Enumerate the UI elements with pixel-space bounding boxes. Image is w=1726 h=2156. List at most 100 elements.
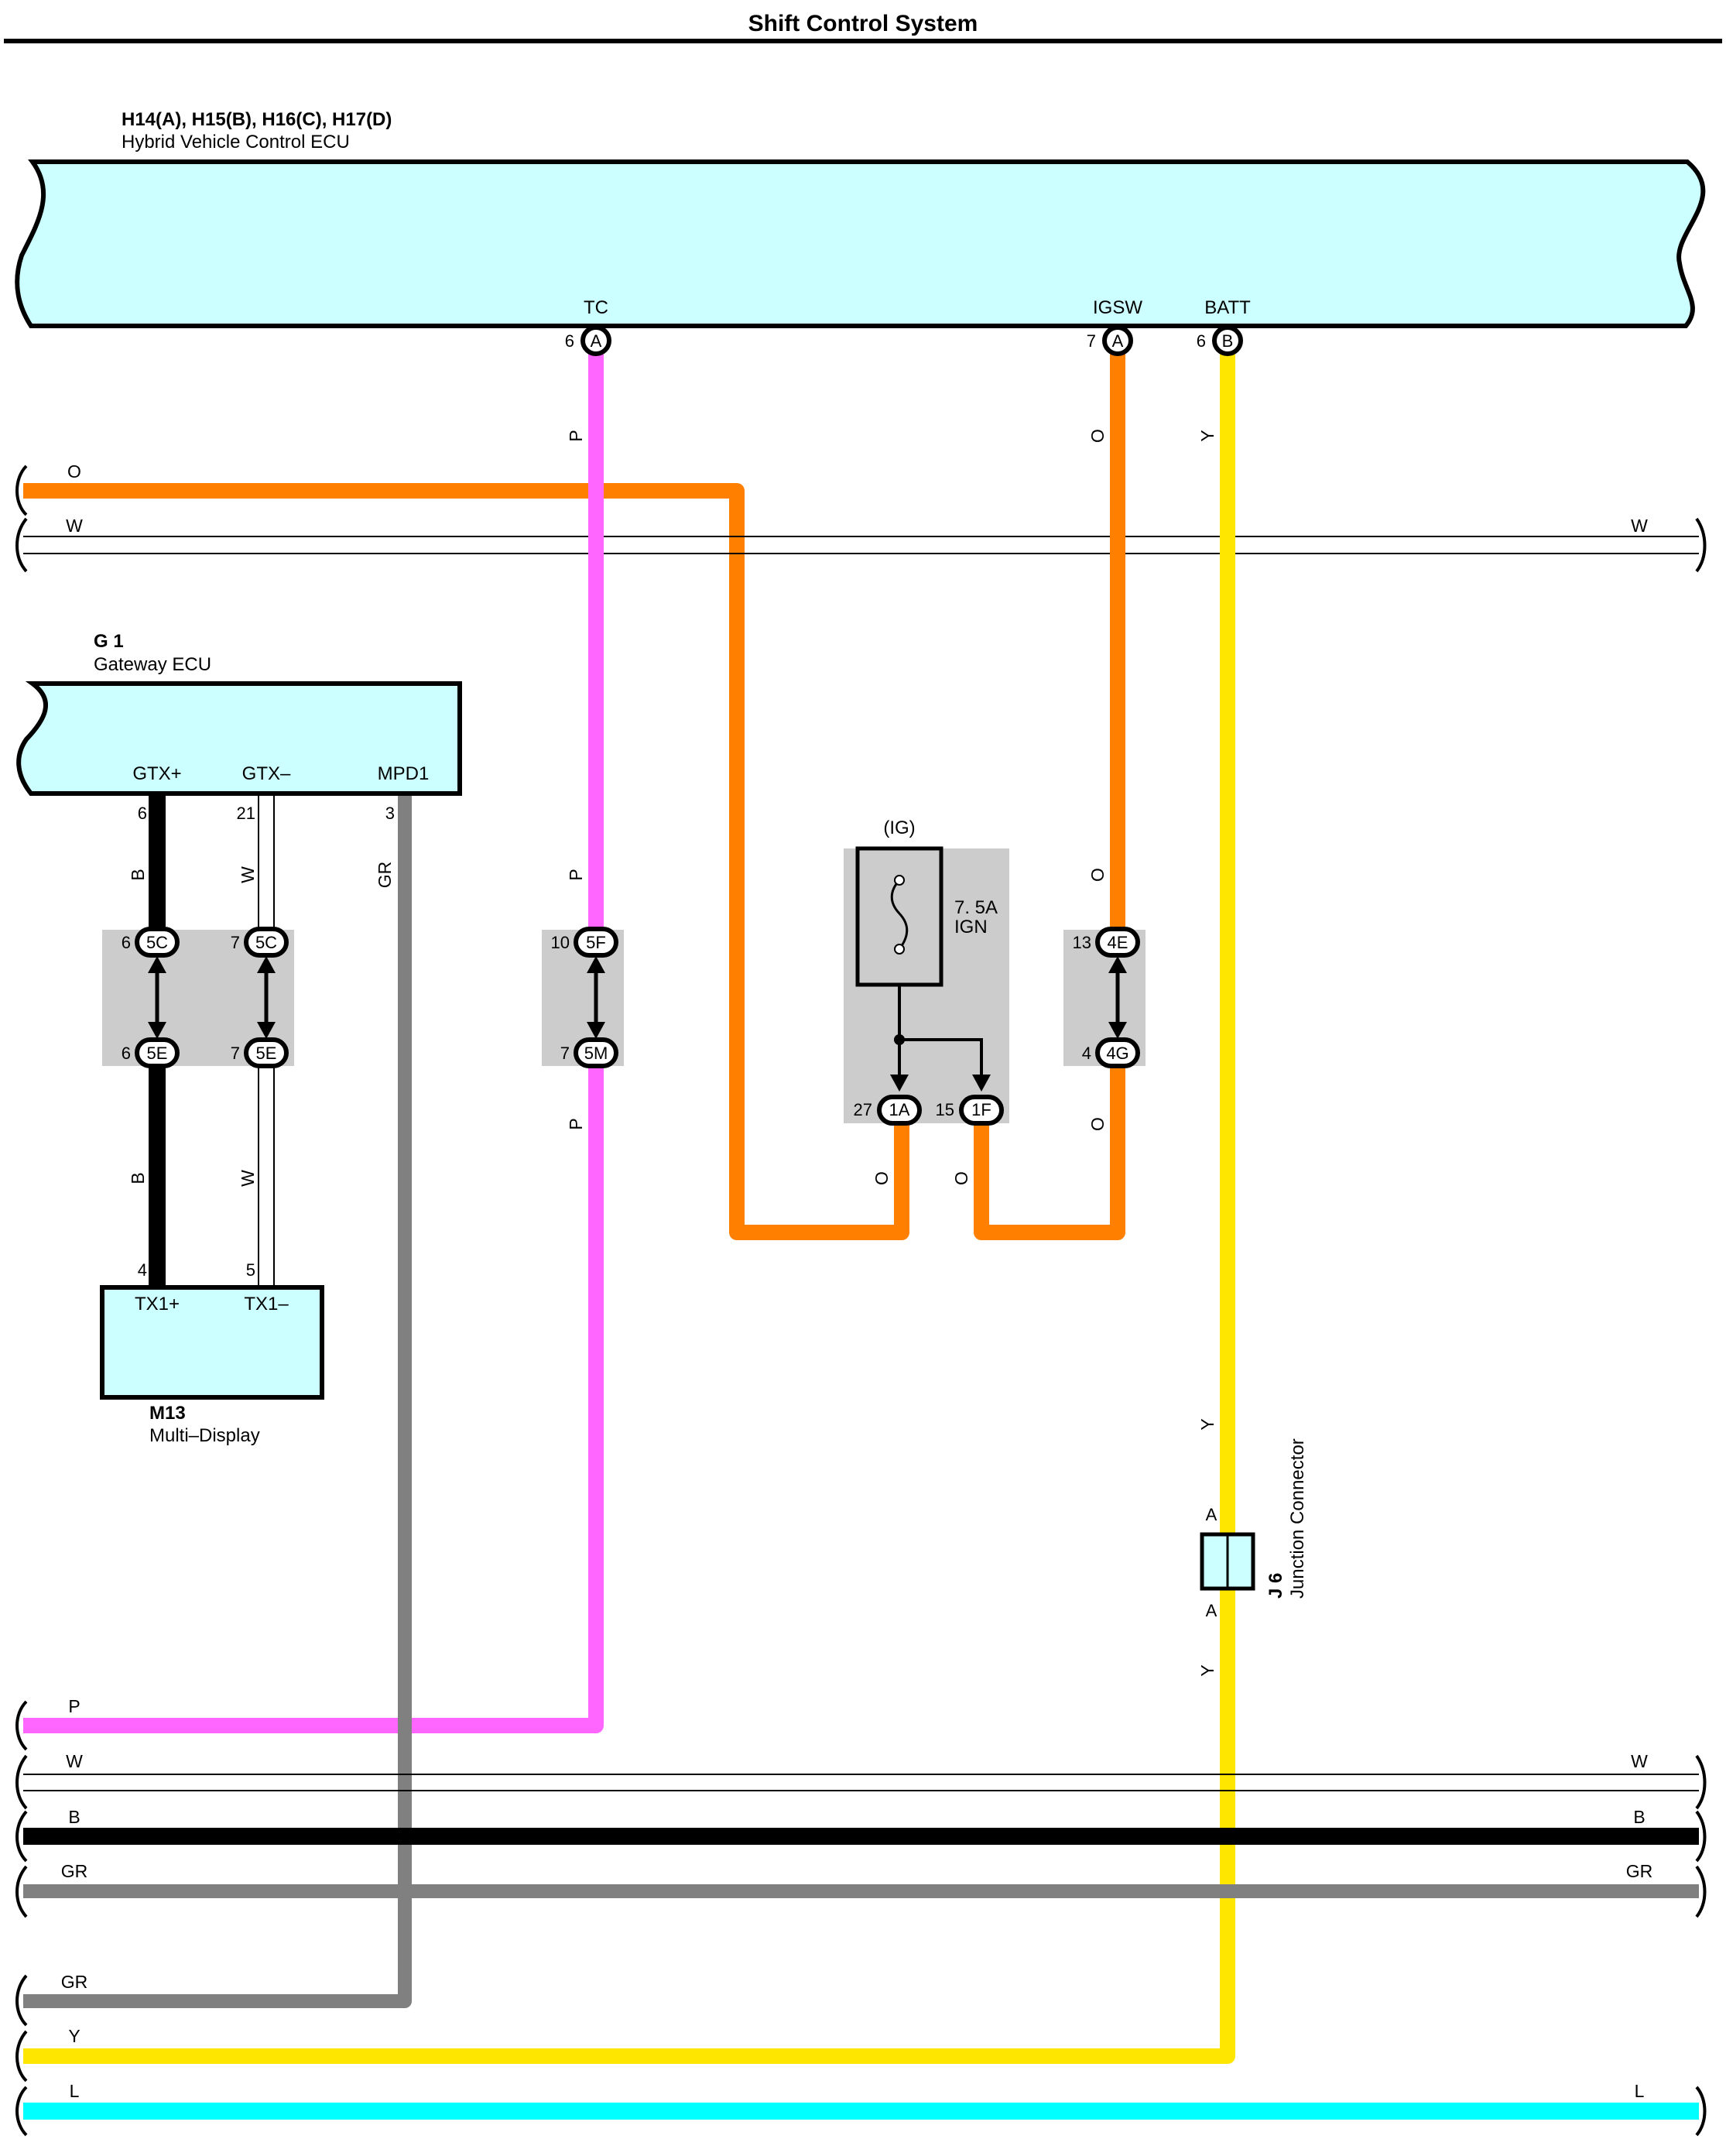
fuse-output-1f-conn: 1F: [971, 1100, 991, 1119]
inline-conn-bottom-gtxm: 5E: [256, 1044, 277, 1063]
multi-display-box: [100, 1285, 324, 1400]
gateway-ecu-code: G 1: [94, 631, 124, 652]
diagram-title: Shift Control System: [748, 11, 978, 36]
inline-arrow-down-gtxm: [257, 1022, 276, 1039]
fuse-terminal-top: [894, 875, 905, 886]
fuse-rating: 7. 5A: [954, 897, 998, 918]
inline-conn-top-gtxm: 5C: [255, 933, 277, 952]
inline-arrow-down-gtxp: [148, 1022, 166, 1039]
bus-l-low-left-label: L: [70, 2081, 80, 2101]
fuse-output-1f-pin: 15: [936, 1100, 954, 1119]
inline-pin-top-tc: 10: [551, 933, 570, 952]
pin-conn-batt: B: [1222, 331, 1234, 351]
inline-pin-bottom-gtxm: 7: [231, 1044, 240, 1063]
fuse-junction-dot: [894, 1034, 905, 1045]
hv-ecu-pin-batt: B 6: [1197, 325, 1243, 356]
wire-label-batt-lower: Y: [1197, 1664, 1217, 1676]
bus-w-bot-left-label: W: [66, 1751, 83, 1771]
bus-p-bot-left-label: P: [68, 1696, 80, 1716]
bus-o-top-left-label: O: [67, 461, 81, 482]
hv-ecu-code: H14(A), H15(B), H16(C), H17(D): [122, 109, 392, 130]
junction-name: Junction Connector: [1287, 1438, 1308, 1599]
inline-oval-top-tc: [574, 927, 618, 958]
bus-y-low-left-label: Y: [68, 2026, 80, 2046]
inline-oval-bottom-igsw: [1095, 1037, 1140, 1068]
inline-oval-bottom-tc: [574, 1037, 618, 1068]
bus-gr-low-left-label: GR: [61, 1972, 88, 1992]
fuse-output-1a-conn: 1A: [889, 1100, 910, 1119]
inline-arrow-up-gtxm: [257, 956, 276, 973]
wire-label-fuse-in: O: [872, 1171, 892, 1185]
hv-ecu-term-igsw: IGSW: [1093, 297, 1142, 318]
wire-label-tc-upper: P: [566, 430, 586, 441]
break-mark-gr-bot-left: [15, 1865, 28, 1918]
break-mark-p-bot: [15, 1700, 28, 1751]
break-mark-b-bot-right: [1695, 1810, 1707, 1863]
pin-conn-igsw: A: [1112, 331, 1124, 351]
inline-pin-top-gtxp: 6: [122, 933, 131, 952]
pin-circle-igsw: [1102, 325, 1133, 356]
fuse-output-1f-oval: [959, 1095, 1004, 1126]
gateway-pin-mpd1: 3: [385, 804, 395, 823]
gateway-pin-gtxp: 6: [138, 804, 147, 823]
wire-label-gtxm-lower: W: [238, 1170, 258, 1187]
inline-arrow-up-gtxp: [148, 956, 166, 973]
fuse-output-1f: 1F 15: [936, 1095, 1004, 1126]
wire-label-gtxp-lower: B: [128, 1172, 148, 1184]
inline-pin-bottom-igsw: 4: [1082, 1044, 1091, 1063]
inline-pin-top-igsw: 13: [1073, 933, 1091, 952]
break-mark-l-low-left: [15, 2086, 28, 2137]
break-mark-b-bot-left: [15, 1810, 28, 1863]
wire-label-tc-mid: P: [566, 869, 586, 880]
break-mark-gr-low: [15, 1974, 28, 2027]
multi-display-pin-tx1p: 4: [138, 1260, 147, 1280]
junction-pin-top: A: [1206, 1505, 1217, 1524]
pin-circle-tc: [580, 325, 611, 356]
fuse-group-label: (IG): [883, 817, 915, 838]
pin-number-igsw: 7: [1087, 331, 1096, 351]
wire-gr-mpd1: [23, 796, 412, 2008]
bus-w-top-left-label: W: [66, 516, 83, 536]
wire-label-gtxm-upper: W: [238, 866, 258, 883]
multi-display-term-tx1p: TX1+: [135, 1294, 180, 1315]
pin-conn-tc: A: [591, 331, 602, 351]
hv-ecu: H14(A), H15(B), H16(C), H17(D) Hybrid Ve…: [15, 109, 1706, 328]
fuse-arrow-1a: [890, 1075, 909, 1092]
junction-pin-bottom: A: [1206, 1601, 1217, 1620]
bus-b-bot-left-label: B: [68, 1807, 80, 1827]
inline-oval-top-gtxm: [244, 927, 289, 958]
wire-label-batt-upper: Y: [1197, 430, 1217, 441]
wire-label-igsw-lower: O: [1087, 1117, 1108, 1131]
fuse-output-1a: 1A 27: [854, 1095, 922, 1126]
inline-oval-top-igsw: [1095, 927, 1140, 958]
inline-oval-bottom-gtxm: [244, 1037, 289, 1068]
bus-w-top-right-label: W: [1631, 516, 1648, 536]
gateway-ecu-box: [16, 681, 462, 796]
multi-display-pin-tx1m: 5: [246, 1260, 255, 1280]
inline-conn-top-gtxp: 5C: [146, 933, 168, 952]
gateway-term-mpd1: MPD1: [378, 763, 430, 784]
inline-arrow-up-tc: [587, 956, 605, 973]
multi-display-term-tx1m: TX1–: [244, 1294, 289, 1315]
junction-connector: Y A A J 6 Junction Connector Y: [1197, 1418, 1308, 1676]
multi-display-code: M13: [149, 1403, 186, 1424]
break-mark-y-low: [15, 2030, 28, 2082]
wire-label-mpd1: GR: [375, 862, 395, 889]
wire-label-igsw-upper: O: [1087, 429, 1108, 443]
inline-conn-bottom-igsw: 4G: [1106, 1044, 1128, 1063]
wire-o-igsw: [974, 341, 1125, 1240]
multi-display: TX1+ TX1– 4 5 M13 Multi–Display: [100, 1260, 324, 1446]
inline-arrow-down-tc: [587, 1022, 605, 1039]
wire-o-top: [23, 483, 909, 1240]
fuse-lead-branch: [899, 1038, 983, 1076]
break-mark-w-bot-right: [1695, 1754, 1707, 1810]
inline-oval-bottom-gtxp: [135, 1037, 180, 1068]
wire-label-tc-lower: P: [566, 1118, 586, 1129]
fuse-symbol: [890, 879, 909, 950]
fuse-output-1a-oval: [877, 1095, 922, 1126]
gateway-term-gtxm: GTX–: [242, 763, 291, 784]
